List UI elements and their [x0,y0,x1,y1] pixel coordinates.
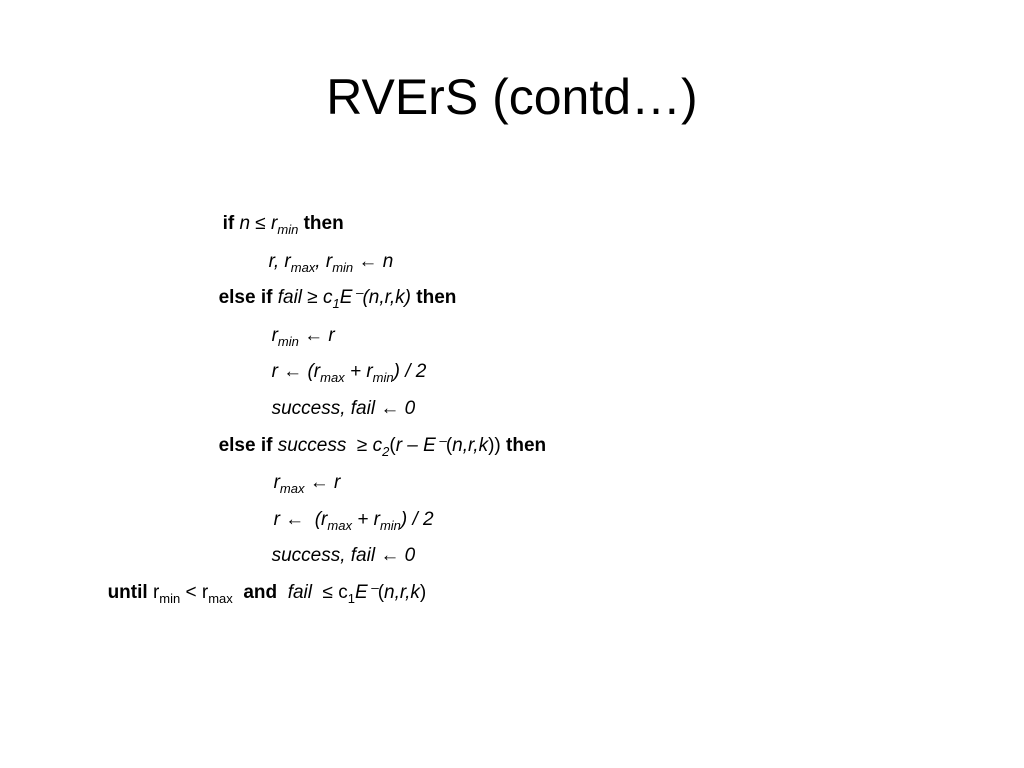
keyword-else-if: else if [218,287,273,308]
paren-close: ) [419,582,427,603]
algo-line-else-if-fail: else if fail ≥ c1E⁻(n,r,k) then [208,262,457,311]
subscript-min: min [372,370,394,385]
keyword-then: then [416,287,457,308]
keyword-until: until [107,582,148,603]
assign-r: ← r [298,325,335,346]
op-le-c: ≤ c [311,582,348,603]
keyword-then: then [506,435,547,456]
keyword-if: if [222,213,235,234]
expr-plus: + r [351,509,380,530]
expr-r-minus-e: r – E⁻ [395,435,446,456]
expr-e-inverse: E⁻(n,r,k) [339,287,412,308]
subscript-min: min [277,334,299,349]
op-lt-r: < r [180,582,209,603]
algo-line-r-midpoint-2: r ← (rmax + rmin) / 2 [263,484,434,532]
expr-right: ) / 2 [400,509,434,530]
subscript-min: min [379,518,401,533]
slide-title: RVErS (contd…) [326,69,698,125]
subscript-max: max [208,591,233,606]
subscript-2: 2 [382,444,390,459]
expr-left: r ← (r [273,509,328,530]
reset-counters: success, fail ← 0 [271,398,416,419]
expr-e-inverse: E⁻ [354,582,378,603]
keyword-else-if: else if [218,435,273,456]
assign-n: ← n [353,251,394,272]
paren-open: ( [389,435,396,456]
algo-line-reset: success, fail ← 0 [261,373,416,421]
var-fail: fail [277,287,303,308]
op-le: ≤ [250,213,272,234]
subscript-min: min [332,260,354,275]
algo-line-rmax-assign: rmax ← r [263,447,341,496]
algo-line-r-midpoint: r ← (rmax + rmin) / 2 [261,336,427,385]
keyword-then: then [303,213,344,234]
paren-args-open: ( [445,435,453,456]
var-r: r [152,582,160,603]
expr-plus: + r [344,361,373,382]
var-rmin: , r [315,251,333,272]
var-n: n [239,213,251,234]
expr-right: ) / 2 [393,361,427,382]
subscript-min: min [159,591,181,606]
subscript-max: max [279,481,305,496]
op-ge-c: ≥ c [302,287,333,308]
expr-left: r ← (r [271,361,321,382]
algo-line-until: until rmin < rmax and fail ≤ c1E⁻(n,r,k) [97,557,427,606]
var-r: r [273,472,280,493]
subscript-max: max [320,370,345,385]
args-nrk: n,r,k [452,435,489,456]
subscript-min: min [277,222,299,237]
reset-counters: success, fail ← 0 [271,545,416,566]
op-ge-c: ≥ c [346,435,383,456]
subscript-1: 1 [347,591,355,606]
var-r: r [271,213,278,234]
algo-line-else-if-success: else if success ≥ c2(r – E⁻(n,r,k)) then [208,410,547,459]
algo-line-rmin-assign: rmin ← r [261,300,335,348]
subscript-max: max [290,260,316,275]
algo-line-if: if n ≤ rmin then [212,188,344,236]
paren-close: )) [488,435,501,456]
var-fail: fail [287,582,312,603]
args-nrk: n,r,k [384,582,420,603]
var-r-rmax: r, r [268,251,291,272]
var-r: r [271,325,278,346]
algo-line-assign-n: r, rmax, rmin ← n [258,226,394,275]
algo-line-reset-2: success, fail ← 0 [261,520,416,568]
paren-open: ( [377,582,385,603]
subscript-1: 1 [332,296,340,311]
keyword-and: and [243,582,278,603]
var-success: success [277,435,347,456]
assign-r: ← r [304,472,341,493]
subscript-max: max [327,518,352,533]
